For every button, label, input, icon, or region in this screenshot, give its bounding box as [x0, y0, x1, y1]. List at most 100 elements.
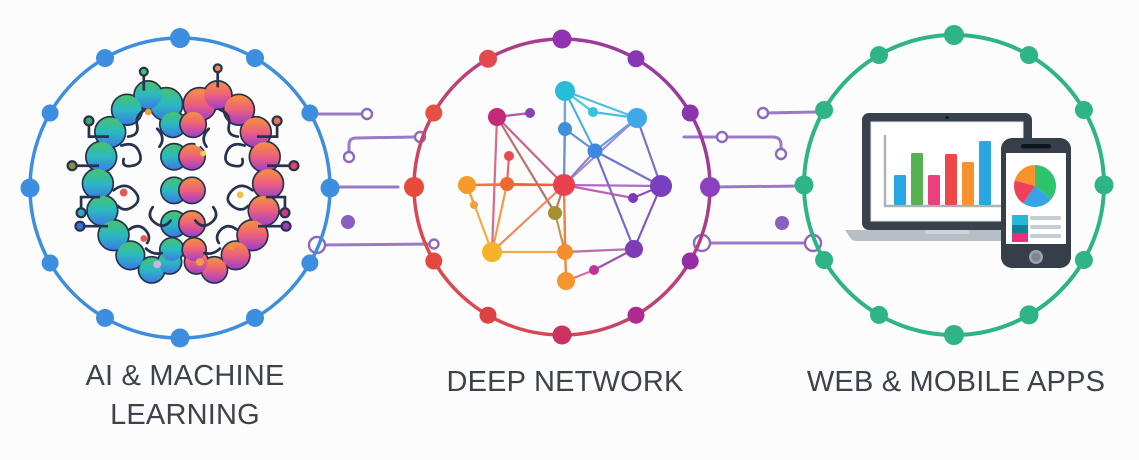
brain-folds [112, 108, 254, 255]
network-edge [491, 184, 565, 253]
network-node [557, 272, 575, 290]
ring-dot [320, 178, 340, 198]
network-edge [490, 183, 509, 253]
connector-ring [428, 238, 440, 250]
network-node [482, 242, 502, 262]
label-deep-network: DEEP NETWORK [446, 366, 684, 398]
connector-ring [774, 147, 788, 161]
network-edge [593, 150, 636, 250]
ring-dot [96, 308, 114, 327]
ring-dot [41, 254, 59, 272]
ring-dot [301, 254, 319, 272]
network-node [488, 108, 506, 126]
ring-dot [794, 175, 814, 195]
connector-ring [342, 150, 356, 164]
ring-dot [681, 104, 699, 122]
bar-chart [894, 141, 991, 205]
pie-slice [1014, 180, 1035, 204]
connector-ring [715, 130, 729, 144]
ring-dot [815, 251, 834, 269]
ring-dot [425, 104, 443, 122]
bar [911, 153, 923, 205]
pie-slice [1023, 186, 1052, 207]
network-node [470, 201, 478, 209]
connector-line [347, 135, 416, 159]
ring-dot [1094, 175, 1114, 195]
network-node [548, 206, 562, 220]
legend-line [1030, 225, 1061, 229]
ring-dot [246, 49, 264, 68]
ring-dot [20, 178, 40, 198]
bar [945, 154, 957, 205]
connector-ring [756, 106, 770, 120]
connector-line [708, 184, 806, 189]
network-edge [564, 89, 638, 120]
connector-dot [775, 216, 789, 230]
legend-swatch [1012, 215, 1028, 225]
network-edge [563, 183, 634, 200]
network-ring [404, 29, 720, 345]
legend-line [1030, 234, 1061, 238]
network-edge [594, 150, 662, 187]
ring-dot [479, 306, 497, 324]
pie-slice [1034, 164, 1056, 200]
network-edge [635, 117, 663, 187]
ring-dot [246, 308, 264, 327]
laptop-base-notch [925, 230, 969, 234]
network-node [627, 108, 647, 128]
ring-dot [870, 305, 888, 324]
brain-illustration [66, 63, 300, 284]
connector-line [682, 135, 783, 150]
bar [894, 175, 906, 205]
ring-dot [944, 325, 964, 345]
network-node [553, 174, 575, 196]
network-node [650, 175, 672, 197]
network-node [589, 265, 599, 275]
apps-ring [794, 25, 1114, 345]
ring-dot [944, 25, 964, 45]
ring-dot [479, 49, 497, 68]
connector-line [761, 110, 820, 115]
ring-dot [170, 28, 190, 48]
ring-dot [404, 177, 424, 197]
label-web-mobile-apps: WEB & MOBILE APPS [806, 366, 1106, 398]
network-edge [496, 116, 565, 186]
network-node [625, 240, 643, 258]
ring-dot [301, 104, 319, 122]
phone-speaker [1021, 144, 1051, 149]
ring-dot [700, 177, 720, 197]
phone-home-button-inner [1031, 252, 1041, 262]
network-edge [563, 183, 662, 188]
brain-circuit-traces [76, 72, 290, 228]
phone-legend [1012, 215, 1061, 242]
laptop-webcam [945, 115, 949, 120]
ring-dot [425, 252, 443, 270]
network-node [500, 177, 514, 191]
connector-line [315, 242, 436, 247]
legend-line [1030, 216, 1061, 220]
ring-dot [552, 29, 572, 49]
bar [928, 175, 940, 205]
label-ai-machine-learning: AI & MACHINE LEARNING [85, 360, 285, 431]
ring-dot [41, 104, 59, 122]
brain-circuit-nodes [66, 63, 300, 232]
network-node [557, 244, 573, 260]
ring-dot [627, 306, 645, 324]
ring-dot [1020, 46, 1038, 65]
network-edge [564, 90, 596, 152]
laptop-base [845, 230, 1049, 241]
neural-network-nodes [458, 81, 672, 290]
ring-dot [96, 49, 114, 68]
network-node [555, 81, 575, 101]
network-node [628, 193, 638, 203]
ring-dot [627, 50, 645, 68]
network-edge [632, 185, 663, 250]
bar [979, 141, 991, 205]
circuit-connectors [307, 106, 823, 255]
network-edge [496, 116, 556, 214]
network-edge [564, 247, 635, 254]
pie-slice [1014, 165, 1035, 186]
brain-accent-dots [119, 108, 244, 269]
